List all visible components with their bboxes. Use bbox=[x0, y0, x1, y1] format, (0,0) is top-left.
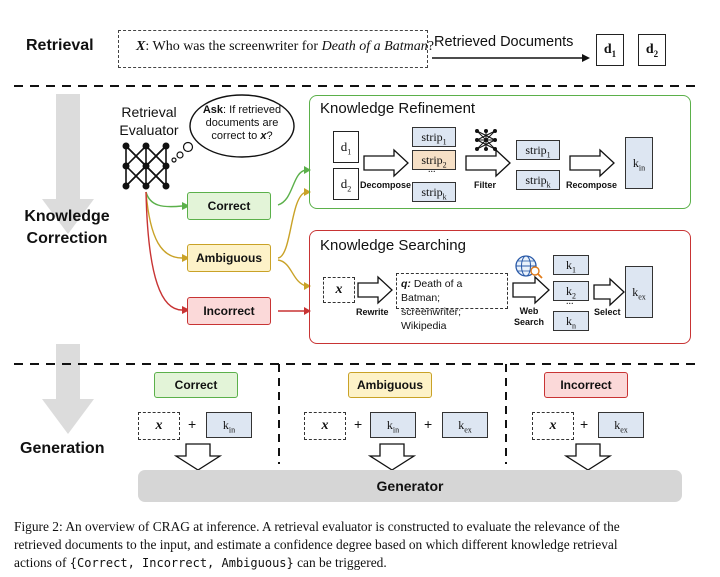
recompose-arrow bbox=[569, 148, 615, 178]
search-result-2: k2 bbox=[553, 281, 589, 301]
action-ambiguous: Ambiguous bbox=[187, 244, 271, 272]
searching-panel bbox=[309, 230, 691, 344]
k-in-box: kin bbox=[625, 137, 653, 189]
globe-icon bbox=[515, 255, 543, 279]
query-box bbox=[118, 30, 428, 68]
gen-ambiguous-k-ex: kex bbox=[442, 412, 488, 438]
thought-line2: documents are bbox=[205, 117, 279, 129]
evaluator-network-icon bbox=[122, 142, 170, 190]
refinement-panel bbox=[309, 95, 691, 209]
gen-correct-x: x bbox=[138, 412, 180, 440]
evaluator-label: Retrieval Evaluator bbox=[112, 103, 186, 139]
caption-line3: actions of {Correct, Incorrect, Ambiguou… bbox=[14, 555, 387, 570]
decompose-arrow bbox=[363, 148, 409, 178]
recompose-label: Recompose bbox=[566, 180, 618, 190]
gen-incorrect-k-ex: kex bbox=[598, 412, 644, 438]
searching-title: Knowledge Searching bbox=[320, 237, 466, 254]
gen-ambiguous-down-arrow bbox=[368, 443, 416, 471]
figure-caption: Figure 2: An overview of CRAG at inferen… bbox=[14, 518, 714, 572]
gen-ambiguous-k-in: kin bbox=[370, 412, 416, 438]
gen-correct-k-in: kin bbox=[206, 412, 252, 438]
generation-dividers bbox=[278, 364, 507, 464]
query-prefix: : Who was the screenwriter for bbox=[145, 39, 322, 54]
evaluator-branches bbox=[145, 166, 311, 315]
search-x-box: x bbox=[323, 277, 355, 303]
caption-line1: Figure 2: An overview of CRAG at inferen… bbox=[14, 519, 620, 534]
stage-generation: Generation bbox=[20, 440, 105, 457]
gen-incorrect-down-arrow bbox=[564, 443, 612, 471]
gen-ambiguous-plus-1: + bbox=[354, 416, 363, 432]
rewrite-label: Rewrite bbox=[356, 307, 389, 317]
action-incorrect: Incorrect bbox=[187, 297, 271, 325]
q-line2: screenwriter; Wikipedia bbox=[401, 306, 462, 332]
strip-k: stripk bbox=[412, 182, 456, 202]
flow-arrow bbox=[42, 94, 94, 434]
retrieved-label: Retrieved Documents bbox=[434, 34, 574, 50]
decompose-label: Decompose bbox=[360, 180, 412, 190]
stage-kc-line2: Correction bbox=[26, 230, 108, 247]
query-suffix: ? bbox=[427, 39, 434, 54]
search-ellipsis: ... bbox=[566, 296, 574, 307]
stage-kc-line1: Knowledge bbox=[24, 208, 110, 225]
filter-label: Filter bbox=[474, 180, 497, 190]
refine-doc-2: d2 bbox=[333, 168, 359, 200]
strip-ellipsis: ... bbox=[428, 164, 436, 175]
gen-ambiguous-x: x bbox=[304, 412, 346, 440]
select-label: Select bbox=[594, 307, 621, 317]
strip-1: strip1 bbox=[412, 127, 456, 147]
thought-text: Ask: If retrieved documents are correct … bbox=[197, 104, 287, 143]
filter-arrow bbox=[465, 148, 511, 178]
web-search-line2: Search bbox=[514, 317, 545, 327]
refinement-title: Knowledge Refinement bbox=[320, 100, 476, 117]
action-correct: Correct bbox=[187, 192, 271, 220]
filter-network-icon bbox=[475, 129, 497, 151]
rewrite-arrow bbox=[357, 275, 393, 305]
separator-lines bbox=[14, 85, 700, 365]
query-title: Death of a Batman bbox=[321, 39, 428, 54]
select-arrow bbox=[593, 277, 625, 307]
refine-doc-1: d1 bbox=[333, 131, 359, 163]
k-ex-box: kex bbox=[625, 266, 653, 318]
evaluator-label-line2: Evaluator bbox=[119, 122, 179, 138]
web-search-arrow bbox=[512, 275, 550, 305]
retrieved-doc-2: d2 bbox=[638, 34, 666, 66]
gen-action-correct: Correct bbox=[154, 372, 238, 398]
query-rewrite-box: q: Death of a Batman; screenwriter; Wiki… bbox=[396, 273, 508, 332]
query-text: X: Who was the screenwriter for Death of… bbox=[136, 39, 434, 55]
generator-bar: Generator bbox=[138, 470, 682, 502]
web-search-line1: Web bbox=[519, 306, 539, 316]
stage-knowledge-correction: Knowledge Correction bbox=[22, 206, 112, 250]
stage-retrieval: Retrieval bbox=[26, 37, 94, 54]
search-result-n: kn bbox=[553, 311, 589, 331]
query-var: X bbox=[136, 39, 146, 54]
gen-incorrect-plus: + bbox=[580, 416, 589, 432]
strip-2: strip2 bbox=[412, 150, 456, 170]
retrieved-doc-1: d1 bbox=[596, 34, 624, 66]
caption-line2: retrieved documents to the input, and es… bbox=[14, 537, 618, 552]
retrieved-arrow bbox=[432, 54, 590, 62]
thought-line3: correct to x? bbox=[211, 130, 273, 142]
gen-correct-plus: + bbox=[188, 416, 197, 432]
thought-line1: Ask: If retrieved bbox=[202, 104, 282, 116]
search-result-1: k1 bbox=[553, 255, 589, 275]
evaluator-label-line1: Retrieval bbox=[121, 104, 177, 120]
web-search-label: Web Search bbox=[514, 306, 544, 328]
gen-incorrect-x: x bbox=[532, 412, 574, 440]
gen-action-ambiguous: Ambiguous bbox=[348, 372, 432, 398]
filtered-strip-1: strip1 bbox=[516, 140, 560, 160]
thought-bubble bbox=[171, 94, 295, 163]
filtered-strip-k: stripk bbox=[516, 170, 560, 190]
gen-ambiguous-plus-2: + bbox=[424, 416, 433, 432]
gen-correct-down-arrow bbox=[174, 443, 222, 471]
gen-action-incorrect: Incorrect bbox=[544, 372, 628, 398]
q-line1: q: Death of a Batman; bbox=[401, 278, 463, 304]
